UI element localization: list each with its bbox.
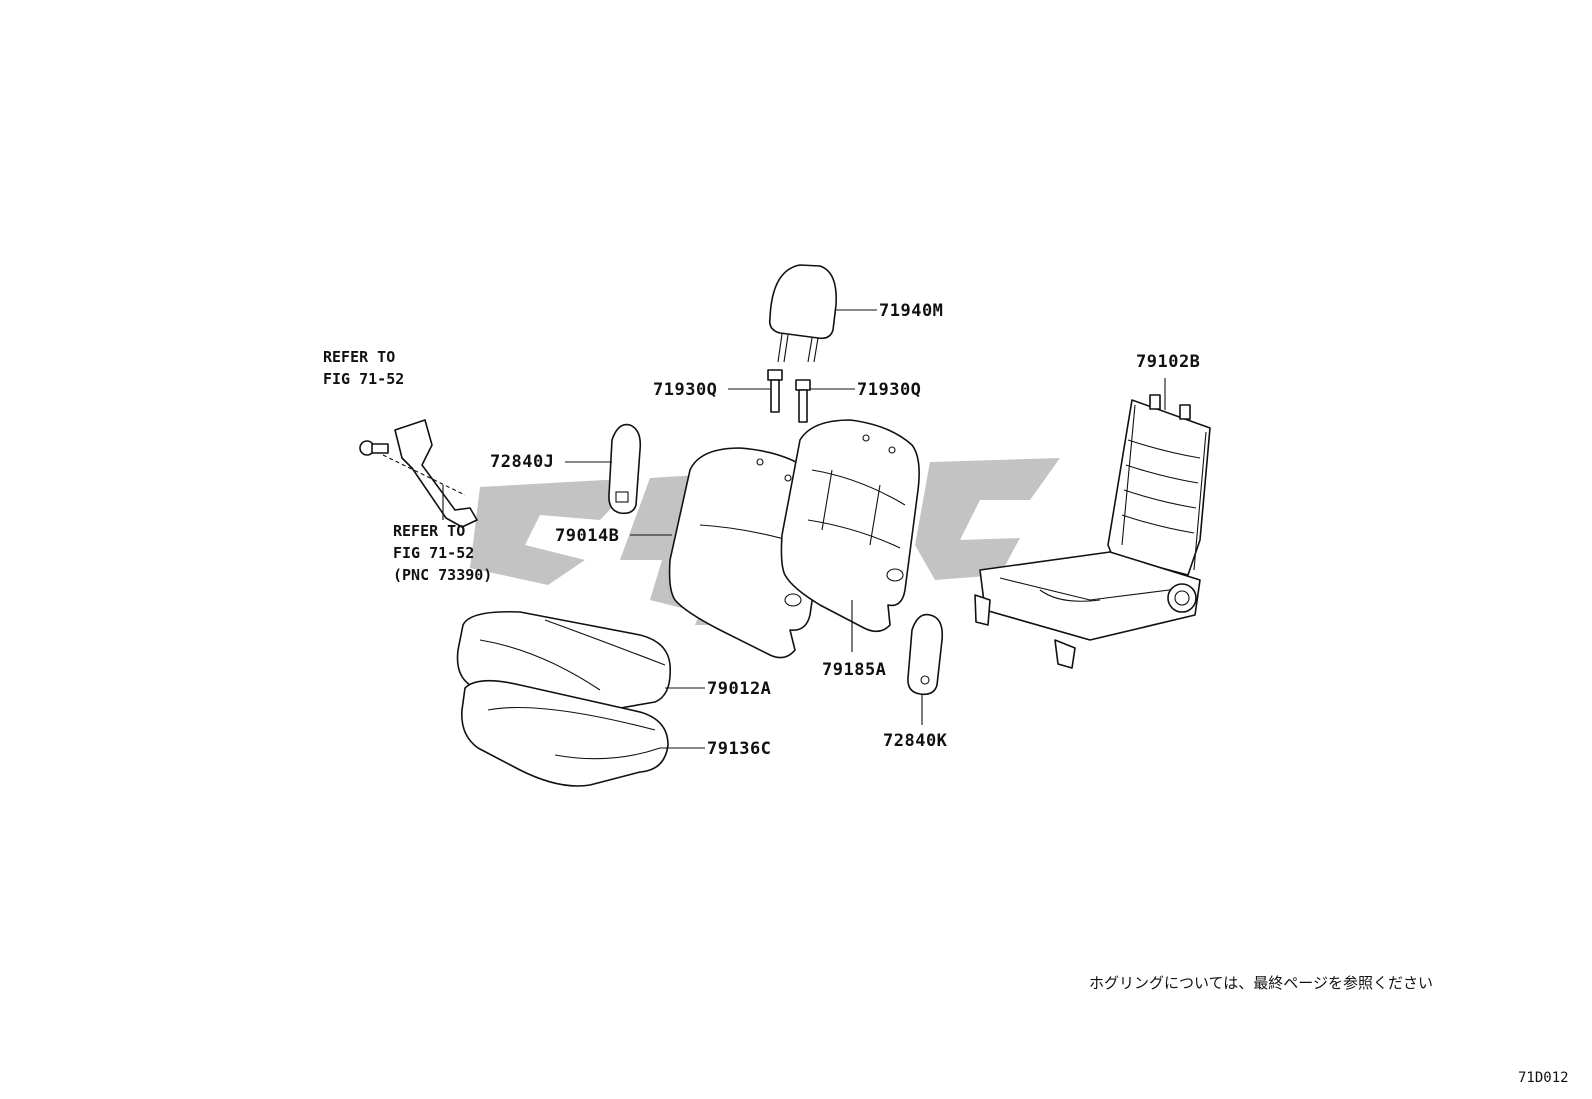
side-trim-72840k [907,613,944,696]
label-79102b: 79102B [1136,352,1201,372]
label-79136c: 79136C [707,739,772,759]
figure-code: 71D012 [1518,1070,1569,1086]
label-72840k: 72840K [883,731,948,751]
reference-bottom-line3: (PNC 73390) [393,566,493,584]
leader-lines [442,309,1166,749]
label-79014b: 79014B [555,526,620,546]
reference-bottom-line1: REFER TO [393,522,466,540]
label-79185a: 79185A [822,660,887,680]
label-71930q-left: 71930Q [653,380,718,400]
headrest-support-left [767,369,783,413]
seat-cushion-pad-79136c [461,679,669,787]
reference-note-bottom: REFER TO FIG 71-52 (PNC 73390) [393,520,492,586]
label-72840j: 72840J [490,452,555,472]
seatback-cover-79185a [780,419,920,633]
reference-top-line1: REFER TO [323,348,396,366]
headrest-71940m [768,264,837,363]
label-71930q-right: 71930Q [857,380,922,400]
label-79012a: 79012A [707,679,772,699]
headrest-support-right [795,379,811,423]
hog-ring-note: ホグリングについては、最終ページを参照ください [1089,974,1433,992]
seat-frame-79102b [974,394,1211,669]
reference-top-line2: FIG 71-52 [323,370,405,388]
side-trim-72840j [608,423,642,515]
seatback-pad-79014b [668,447,826,659]
label-71940m: 71940M [879,301,944,321]
reference-note-top: REFER TO FIG 71-52 [323,346,404,390]
reference-bottom-line2: FIG 71-52 [393,544,475,562]
seat-belt-buckle [359,419,478,528]
